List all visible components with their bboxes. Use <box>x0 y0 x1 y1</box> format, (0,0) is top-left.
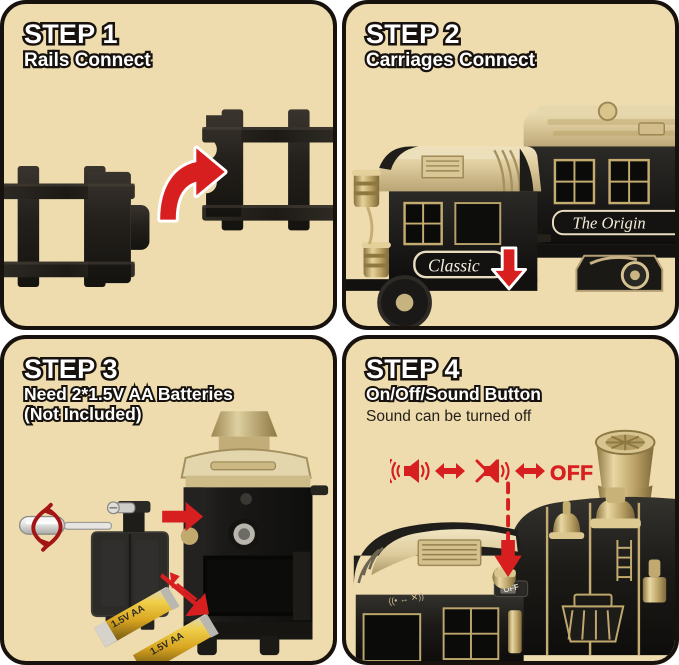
locomotive-switch-art: OFF ((• ↔ ✕)) <box>346 339 675 661</box>
rear-carriage-windows <box>553 158 650 205</box>
red-arrow-to-screw-icon <box>162 501 204 532</box>
steam-dome <box>590 487 641 529</box>
red-down-arrow-icon <box>490 246 528 291</box>
svg-text:The Origin: The Origin <box>572 213 645 232</box>
cowcatcher <box>561 593 625 643</box>
rail-track-connection-art <box>4 4 333 326</box>
front-carriage-windows <box>403 201 502 246</box>
double-arrow-icon <box>435 461 465 486</box>
locomotive-body <box>180 411 329 656</box>
speaker-on-icon <box>386 457 430 490</box>
panel-step-3: 1.5V AA 1.5V AA STEP 3 Need 2*1.5V AA Ba… <box>0 335 337 665</box>
sound-mode-sequence: OFF <box>386 457 594 490</box>
rail-segment-right <box>202 109 333 231</box>
front-carriage-nameplate: Classic <box>413 250 508 279</box>
panel-step-2: The Origin <box>342 0 679 330</box>
front-carriage: Classic <box>346 146 542 326</box>
cab: OFF ((• ↔ ✕)) <box>353 522 529 661</box>
carriage-coupling-art: The Origin <box>346 4 675 326</box>
bell-icon <box>549 500 585 540</box>
rear-carriage: The Origin <box>523 101 675 292</box>
front-wheel <box>346 275 538 326</box>
brass-fittings <box>351 169 391 278</box>
svg-text:Classic: Classic <box>428 255 480 275</box>
handrail <box>616 540 633 581</box>
curved-red-arrow-icon <box>157 145 228 223</box>
rail-segment-left <box>4 165 150 287</box>
rear-bogie <box>575 254 664 292</box>
double-arrow-icon-2 <box>515 461 545 486</box>
panel-step-1: STEP 1 Rails Connect <box>0 0 337 330</box>
panel-step-4: OFF ((• ↔ ✕)) <box>342 335 679 665</box>
unscrew-rotation-arrows-icon <box>31 502 63 552</box>
off-label: OFF <box>550 461 594 485</box>
battery-compartment-art: 1.5V AA 1.5V AA <box>4 339 333 661</box>
boiler <box>510 487 675 656</box>
screw-icon <box>106 501 136 515</box>
rear-carriage-nameplate: The Origin <box>551 209 675 236</box>
red-dashed-down-arrow-icon <box>494 481 522 578</box>
red-arrow-to-battery-bay-icon <box>158 572 210 617</box>
speaker-muted-icon <box>470 457 510 490</box>
